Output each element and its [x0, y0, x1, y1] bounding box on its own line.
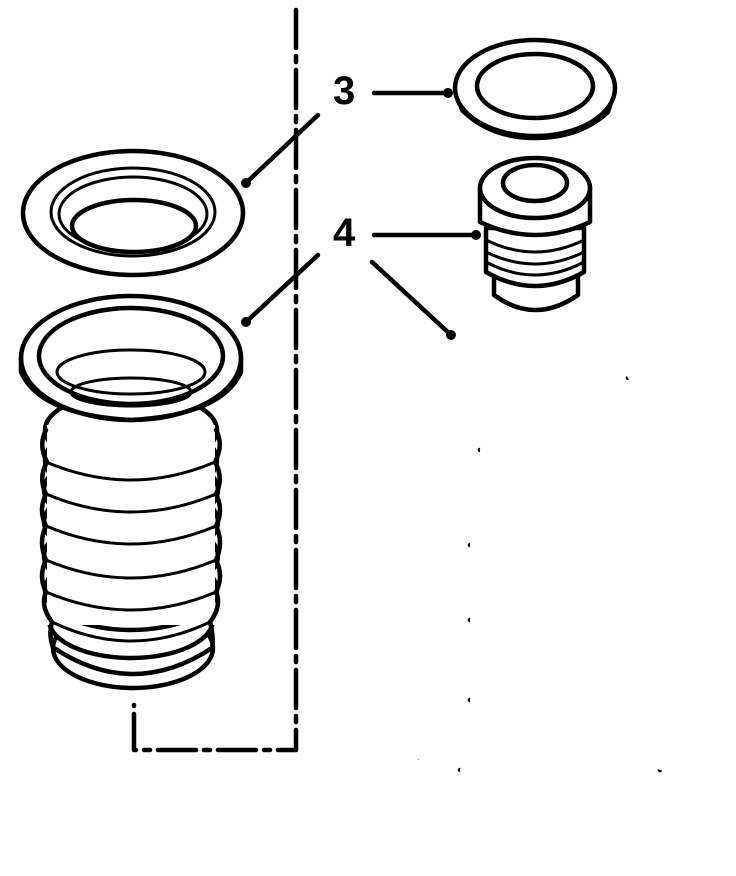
callout-label-3: 3 — [333, 69, 355, 113]
upper-spring-seat-right — [452, 37, 618, 141]
leader-dot — [241, 317, 251, 327]
leader-dot — [443, 88, 453, 98]
leader-dot — [241, 178, 251, 188]
leader-dot — [446, 330, 456, 340]
dust-boot-bellows — [18, 293, 244, 691]
leader-dot — [471, 230, 481, 240]
coil-spring — [374, 336, 695, 851]
assembly-axis-line — [131, 7, 299, 753]
callout-leaders — [241, 88, 481, 340]
callout-label-4: 4 — [333, 211, 356, 255]
bump-stop — [477, 155, 593, 313]
upper-spring-seat-left — [20, 148, 246, 278]
